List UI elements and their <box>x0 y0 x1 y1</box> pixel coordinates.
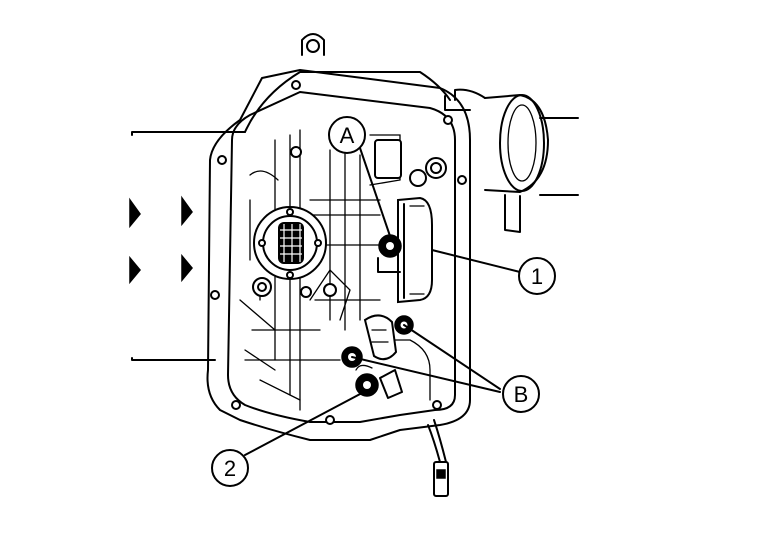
wire-harness <box>427 419 449 497</box>
leader-lines <box>244 147 521 456</box>
bolts-b <box>341 314 414 368</box>
callout-b-label: B <box>514 382 529 407</box>
bolts <box>252 146 447 298</box>
callout-b: B <box>502 375 540 413</box>
part-2-sensor <box>355 364 403 399</box>
oil-cooler-pipe <box>444 94 549 233</box>
callout-a-label: A <box>340 123 355 148</box>
transmission-case <box>129 71 579 361</box>
callout-1: 1 <box>518 257 556 295</box>
callout-1-label: 1 <box>531 264 543 289</box>
part-1-bracket <box>397 196 433 304</box>
callout-2: 2 <box>211 449 249 487</box>
oil-pan-flange <box>206 33 471 441</box>
callout-a: A <box>328 116 366 154</box>
oil-strainer <box>253 206 327 280</box>
callout-2-label: 2 <box>224 456 236 481</box>
